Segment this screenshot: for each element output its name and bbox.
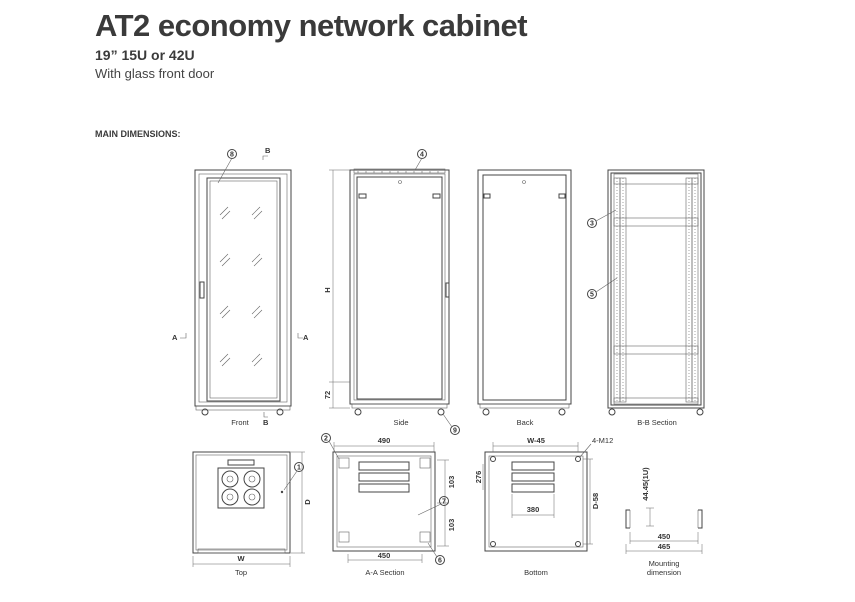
callout-3: 3: [590, 221, 594, 228]
label-bb-section: B-B Section: [637, 418, 677, 427]
label-4-m12: 4-M12: [592, 436, 613, 445]
callout-2: 2: [324, 436, 328, 443]
dim-height: H: [323, 287, 332, 292]
dim-mount-465: 465: [658, 542, 671, 551]
callout-8: 8: [230, 152, 234, 159]
dim-mount-450: 450: [658, 532, 671, 541]
label-side: Side: [393, 418, 408, 427]
dim-380: 380: [527, 505, 540, 514]
dim-depth: D: [303, 499, 312, 505]
dim-490: 490: [378, 436, 391, 445]
callout-7: 7: [442, 499, 446, 506]
bottom-view: W-45 4-M12 276 380 D-58 Bottom: [474, 436, 613, 577]
side-view: H 72 4 9 Side: [323, 149, 460, 435]
dim-1u: 44.45(1U): [641, 467, 650, 501]
page-title: AT2 economy network cabinet: [95, 8, 528, 43]
front-view: 8 B A A B Front: [172, 146, 309, 427]
dim-w-45: W-45: [527, 436, 545, 445]
callout-5: 5: [590, 292, 594, 299]
callout-9: 9: [453, 428, 457, 435]
label-top: Top: [235, 568, 247, 577]
section-marker-a-left: A: [172, 333, 178, 342]
dim-103-lower: 103: [447, 519, 456, 532]
section-heading: MAIN DIMENSIONS:: [95, 129, 181, 139]
page-subtitle: 19” 15U or 42U: [95, 47, 195, 63]
callout-6: 6: [438, 558, 442, 565]
section-marker-b-top: B: [265, 146, 271, 155]
dim-d-58: D-58: [591, 493, 600, 509]
back-view: Back: [477, 169, 572, 427]
aa-section-view: 490 103 103 450 2 7 6 A-A Section: [321, 433, 456, 577]
label-dimension: dimension: [647, 568, 681, 577]
dim-72: 72: [323, 391, 332, 399]
fan-icon: [221, 470, 261, 506]
dim-width: W: [237, 554, 245, 563]
top-view: 1 W D Top: [192, 451, 312, 577]
dim-276: 276: [474, 471, 483, 484]
dim-450: 450: [378, 551, 391, 560]
label-bottom: Bottom: [524, 568, 548, 577]
section-marker-a-right: A: [303, 333, 309, 342]
label-front: Front: [231, 418, 249, 427]
page-description: With glass front door: [95, 66, 215, 81]
section-marker-b-bottom: B: [263, 418, 269, 427]
label-aa-section: A-A Section: [365, 568, 404, 577]
dim-103-upper: 103: [447, 476, 456, 489]
callout-1: 1: [297, 465, 301, 472]
label-back: Back: [517, 418, 534, 427]
bb-section-view: 3 5 B-B Section: [587, 169, 705, 427]
mounting-dimension-view: 44.45(1U) 450 465 Mounting dimension: [625, 467, 703, 577]
callout-4: 4: [420, 152, 424, 159]
label-mounting: Mounting: [649, 559, 680, 568]
